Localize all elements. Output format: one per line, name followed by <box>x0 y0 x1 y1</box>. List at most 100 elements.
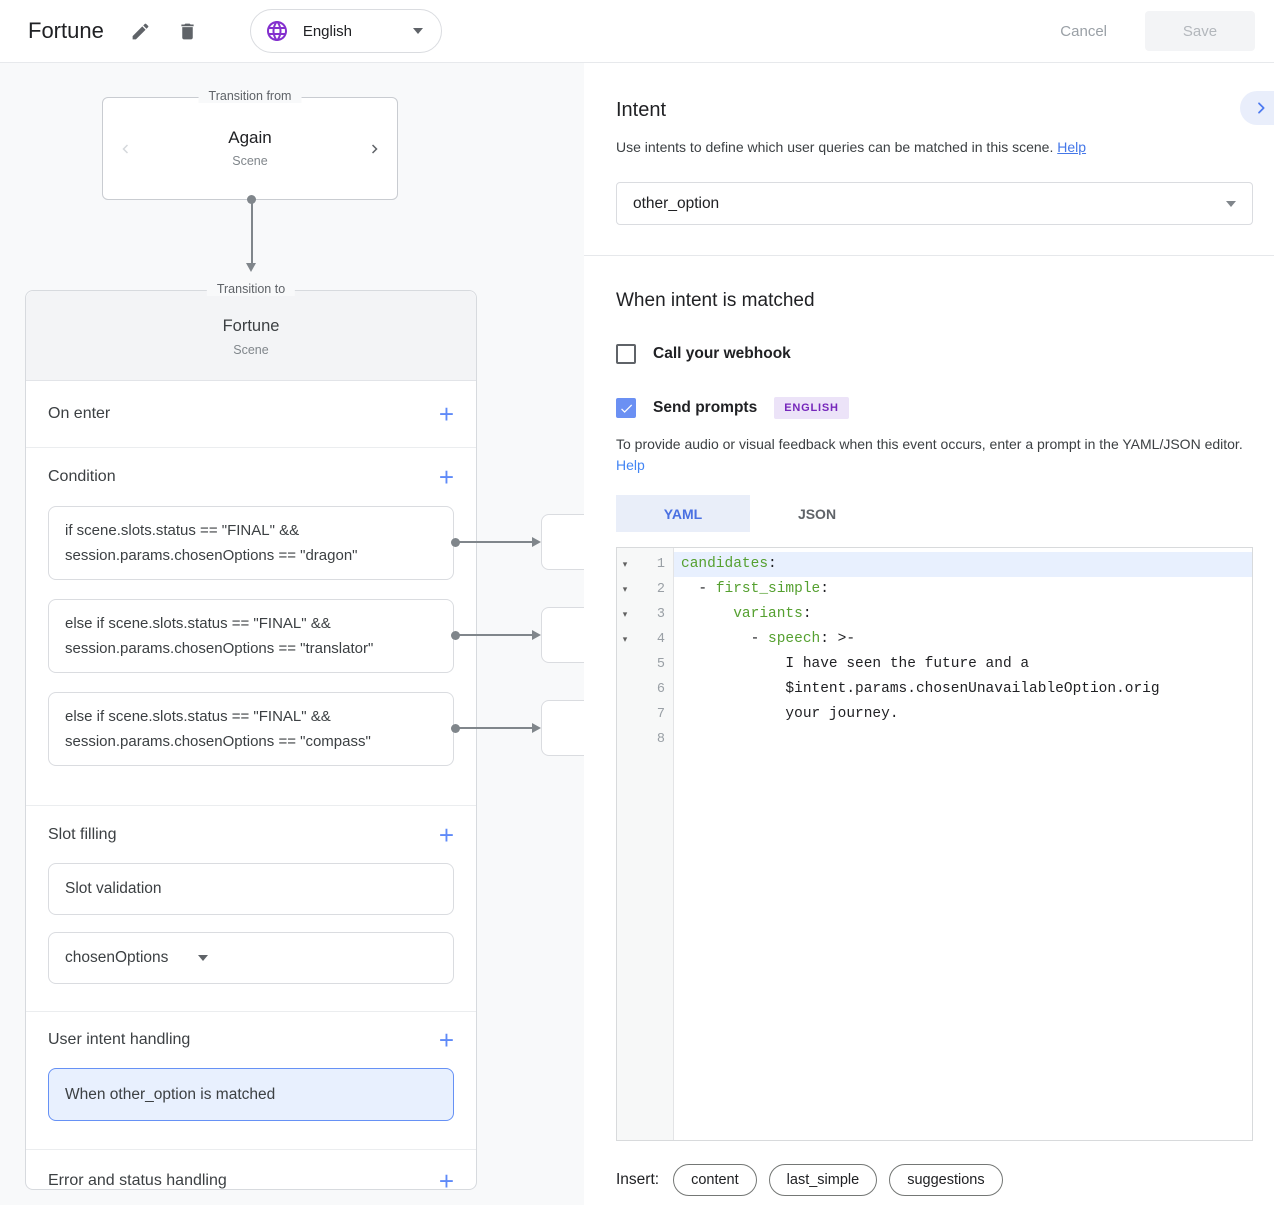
send-prompts-row: Send prompts ENGLISH <box>616 397 849 419</box>
transition-from-body: Again Scene <box>147 128 353 168</box>
user-intent-label: User intent handling <box>48 1031 191 1048</box>
code-line[interactable]: I have seen the future and a <box>681 656 1030 672</box>
linked-scene-card[interactable] <box>541 700 584 756</box>
code-line[interactable]: - first_simple: <box>681 581 829 597</box>
section-error-handling: Error and status handling + <box>26 1150 476 1205</box>
fold-toggle-icon[interactable]: ▾ <box>622 609 628 619</box>
add-user-intent-button[interactable]: + <box>438 1025 454 1055</box>
chevron-left-icon <box>122 144 128 153</box>
linked-scene-card[interactable] <box>541 607 584 663</box>
send-prompts-label: Send prompts <box>653 399 758 416</box>
add-slot-button[interactable]: + <box>438 819 454 850</box>
scene-graph-panel: Transition from Again Scene Transition t… <box>0 63 584 1205</box>
prev-transition-button[interactable] <box>103 140 147 158</box>
code-line[interactable]: your journey. <box>681 706 899 722</box>
language-selector[interactable]: English <box>249 9 442 53</box>
pencil-icon <box>132 23 149 39</box>
intent-select-value: other_option <box>633 194 720 212</box>
prompts-help-link[interactable]: Help <box>616 457 645 473</box>
language-label: English <box>302 22 353 40</box>
delete-scene-button[interactable] <box>177 21 198 42</box>
transition-from-type: Scene <box>232 153 268 168</box>
check-icon <box>620 404 632 413</box>
add-on-enter-button[interactable]: + <box>438 399 454 429</box>
prompts-description: To provide audio or visual feedback when… <box>616 436 1243 473</box>
collapse-panel-button[interactable] <box>1240 91 1274 125</box>
intent-handler-card[interactable]: When other_option is matched <box>48 1068 454 1121</box>
transition-from-card[interactable]: Transition from Again Scene <box>102 89 398 200</box>
condition-card[interactable]: if scene.slots.status == "FINAL" && sess… <box>48 506 454 580</box>
top-bar-right: Cancel Save <box>1060 11 1255 51</box>
insert-suggestions-button[interactable]: suggestions <box>889 1164 1003 1196</box>
chevron-down-icon <box>198 955 209 961</box>
top-bar-left: Fortune English <box>0 9 442 53</box>
intent-help-link[interactable]: Help <box>1057 139 1087 155</box>
insert-label: Insert: <box>616 1171 660 1188</box>
scene-type: Scene <box>233 343 269 357</box>
intent-select[interactable]: other_option <box>616 182 1253 225</box>
condition-card[interactable]: else if scene.slots.status == "FINAL" &&… <box>48 692 454 766</box>
add-error-handler-button[interactable]: + <box>438 1166 454 1196</box>
transition-to-legend: Transition to <box>206 282 296 296</box>
slot-chosenoptions-card[interactable]: chosenOptions <box>48 932 454 984</box>
section-on-enter: On enter + <box>26 381 476 448</box>
condition-connector <box>451 630 542 640</box>
condition-line: else if scene.slots.status == "FINAL" && <box>65 615 331 632</box>
code-line[interactable] <box>674 727 1252 752</box>
call-webhook-checkbox[interactable] <box>616 344 636 364</box>
section-slot-filling: Slot filling + Slot validation chosenOpt… <box>26 806 476 1012</box>
cancel-button[interactable]: Cancel <box>1060 22 1107 40</box>
scene-card-header: Fortune Scene <box>26 291 476 381</box>
editor-code[interactable]: candidates: - first_simple: variants: - … <box>674 548 1252 1140</box>
line-number: 6 <box>656 682 665 697</box>
intent-editor-panel: Intent Use intents to define which user … <box>584 63 1274 1205</box>
condition-line: session.params.chosenOptions == "dragon" <box>65 547 358 564</box>
slot-name-label: chosenOptions <box>65 949 169 966</box>
chevron-right-icon <box>1258 102 1265 114</box>
linked-scene-card[interactable] <box>541 514 584 570</box>
condition-line: session.params.chosenOptions == "transla… <box>65 640 374 657</box>
condition-label: Condition <box>48 468 116 485</box>
line-number: 7 <box>656 707 665 722</box>
fold-toggle-icon[interactable]: ▾ <box>622 634 628 644</box>
line-number: 5 <box>656 657 665 672</box>
call-webhook-label: Call your webhook <box>653 345 791 362</box>
condition-line: else if scene.slots.status == "FINAL" && <box>65 708 331 725</box>
globe-icon <box>266 21 287 41</box>
slot-validation-card[interactable]: Slot validation <box>48 863 454 915</box>
add-condition-button[interactable]: + <box>438 462 454 492</box>
next-transition-button[interactable] <box>353 140 397 158</box>
section-user-intent: User intent handling + When other_option… <box>26 1012 476 1150</box>
code-line[interactable]: candidates: <box>674 552 1252 577</box>
transition-to-card: Transition to Fortune Scene On enter + C… <box>25 282 477 1194</box>
error-handling-label: Error and status handling <box>48 1172 227 1189</box>
code-line[interactable]: - speech: >- <box>681 631 856 647</box>
line-number: 8 <box>656 732 665 747</box>
code-line[interactable]: $intent.params.chosenUnavailableOption.o… <box>681 681 1160 697</box>
intent-description: Use intents to define which user queries… <box>616 139 1087 155</box>
code-line[interactable]: variants: <box>733 606 812 622</box>
tab-json[interactable]: JSON <box>797 505 837 522</box>
save-button[interactable]: Save <box>1145 11 1255 51</box>
scene-title: Fortune <box>28 18 104 43</box>
slot-validation-label: Slot validation <box>65 880 162 897</box>
condition-card[interactable]: else if scene.slots.status == "FINAL" &&… <box>48 599 454 673</box>
line-number: 2 <box>656 582 665 597</box>
line-number: 4 <box>656 632 665 647</box>
chevron-down-icon <box>1226 200 1236 207</box>
fold-toggle-icon[interactable]: ▾ <box>622 584 628 594</box>
on-enter-label: On enter <box>48 405 111 422</box>
edit-scene-button[interactable] <box>130 21 151 42</box>
tab-yaml[interactable]: YAML <box>616 495 750 532</box>
transition-arrow <box>246 195 257 273</box>
insert-content-button[interactable]: content <box>673 1164 757 1196</box>
chevron-down-icon <box>412 28 423 34</box>
insert-last-simple-button[interactable]: last_simple <box>768 1164 878 1196</box>
section-divider <box>584 255 1274 256</box>
when-matched-title: When intent is matched <box>616 290 815 311</box>
fold-toggle-icon[interactable]: ▾ <box>622 559 628 569</box>
editor-tabs: YAML JSON <box>616 495 884 532</box>
send-prompts-checkbox[interactable] <box>616 398 636 418</box>
